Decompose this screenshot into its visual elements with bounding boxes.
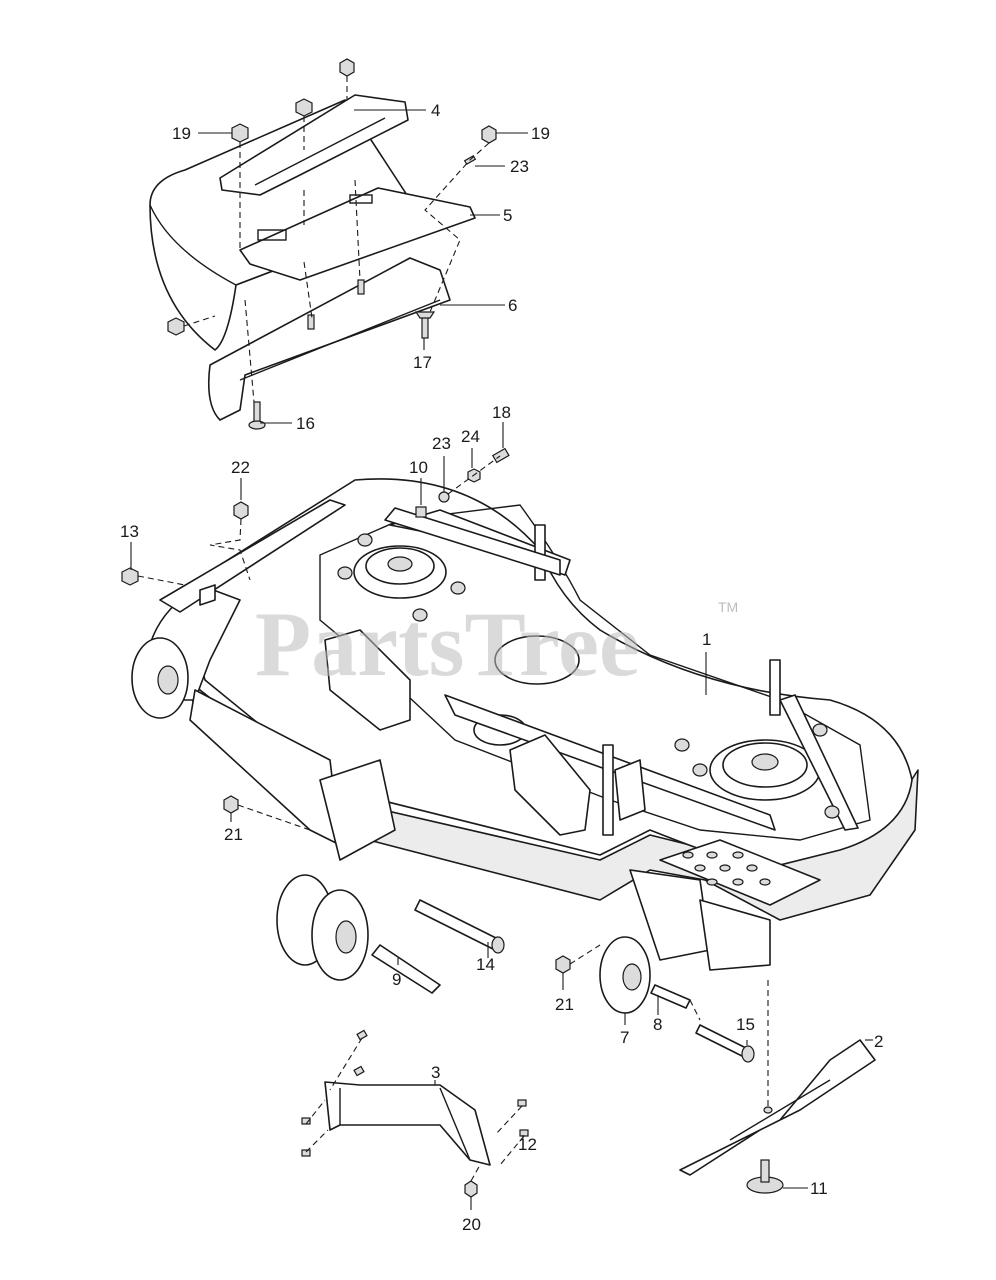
assembly-lines-top	[183, 76, 490, 403]
callout-19-right: 19	[531, 124, 550, 143]
gauge-wheels	[276, 874, 441, 994]
callout-12: 12	[518, 1135, 537, 1154]
blade-bolt-11	[746, 1159, 784, 1194]
watermark-trademark: TM	[718, 599, 738, 615]
bracket-3-hardware	[301, 1029, 529, 1198]
callout-23-top: 23	[510, 157, 529, 176]
callout-leaders	[130, 109, 873, 1210]
callout-6: 6	[508, 296, 517, 315]
callout-1: 1	[702, 630, 711, 649]
callout-17: 17	[413, 353, 432, 372]
callout-3: 3	[431, 1063, 440, 1082]
callout-2: 2	[874, 1032, 883, 1051]
callout-24: 24	[461, 427, 480, 446]
pin-8-15	[650, 984, 755, 1063]
callout-5: 5	[503, 206, 512, 225]
assembly-lines-deck	[137, 455, 769, 1110]
deck-hardware	[121, 447, 571, 974]
callout-9: 9	[392, 970, 401, 989]
top-hardware	[167, 58, 497, 430]
callout-22: 22	[231, 458, 250, 477]
axle-14	[414, 899, 505, 954]
callout-13: 13	[120, 522, 139, 541]
blade	[679, 1039, 876, 1176]
bracket-3	[324, 1081, 491, 1166]
mower-deck	[131, 478, 919, 971]
callout-labels: 1 2 3 4 5 6 7 8 9 10 11 12 13 14 15 16 1…	[120, 101, 883, 1234]
callout-21-left: 21	[224, 825, 243, 844]
callout-21-right: 21	[555, 995, 574, 1014]
callout-8: 8	[653, 1015, 662, 1034]
callout-15: 15	[736, 1015, 755, 1034]
callout-7: 7	[620, 1028, 629, 1047]
callout-10: 10	[409, 458, 428, 477]
callout-11: 11	[810, 1179, 828, 1198]
callout-23-deck: 23	[432, 434, 451, 453]
callout-18: 18	[492, 403, 511, 422]
vent-holes	[682, 851, 771, 886]
callout-20: 20	[462, 1215, 481, 1234]
front-wheel-7	[599, 936, 651, 1014]
watermark-text: PartsTree	[255, 593, 640, 695]
callout-4: 4	[431, 101, 440, 120]
callout-14: 14	[476, 955, 495, 974]
callout-19-left: 19	[172, 124, 191, 143]
callout-16: 16	[296, 414, 315, 433]
